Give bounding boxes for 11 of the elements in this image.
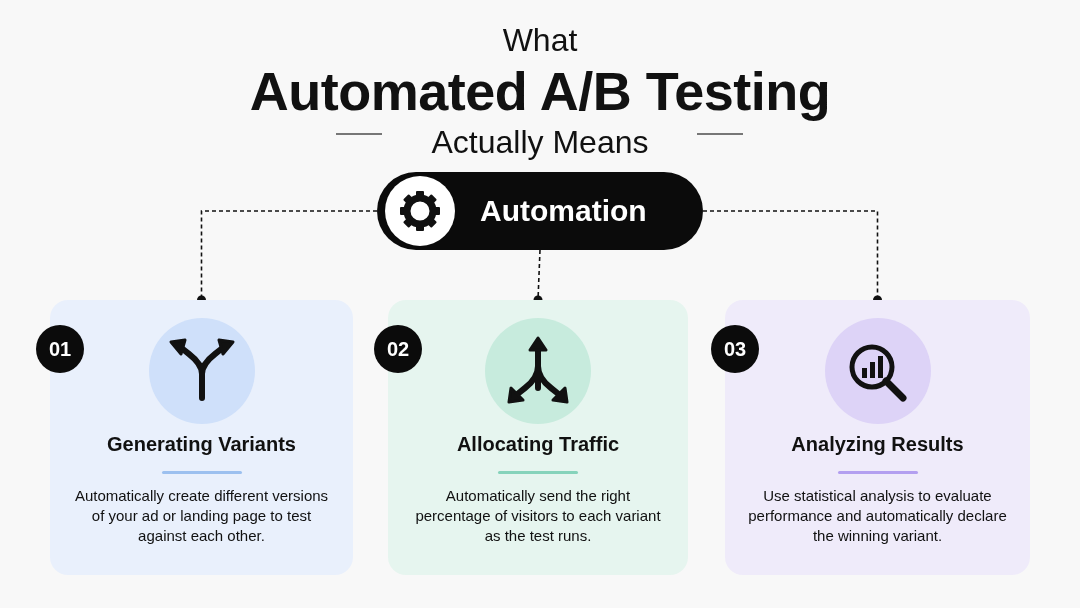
hub-label: Automation — [480, 194, 647, 228]
step-description: Automatically send the right percentage of visitors to each variant as the test runs. — [414, 486, 662, 546]
step-description: Use statistical analysis to evaluate performance and automatically declare the winning variant. — [747, 486, 1008, 546]
step-number: 01 — [36, 325, 84, 373]
step-heading: Generating Variants — [106, 433, 297, 456]
step-description: Automatically create different versions of your ad or landing page to test against each other. — [73, 486, 330, 546]
step-heading: Analyzing Results — [790, 433, 965, 456]
title: What Automated A/B Testing Actually Means — [248, 21, 832, 162]
step-number: 02 — [374, 325, 422, 373]
step-heading: Allocating Traffic — [455, 433, 621, 456]
step-number: 03 — [711, 325, 759, 373]
